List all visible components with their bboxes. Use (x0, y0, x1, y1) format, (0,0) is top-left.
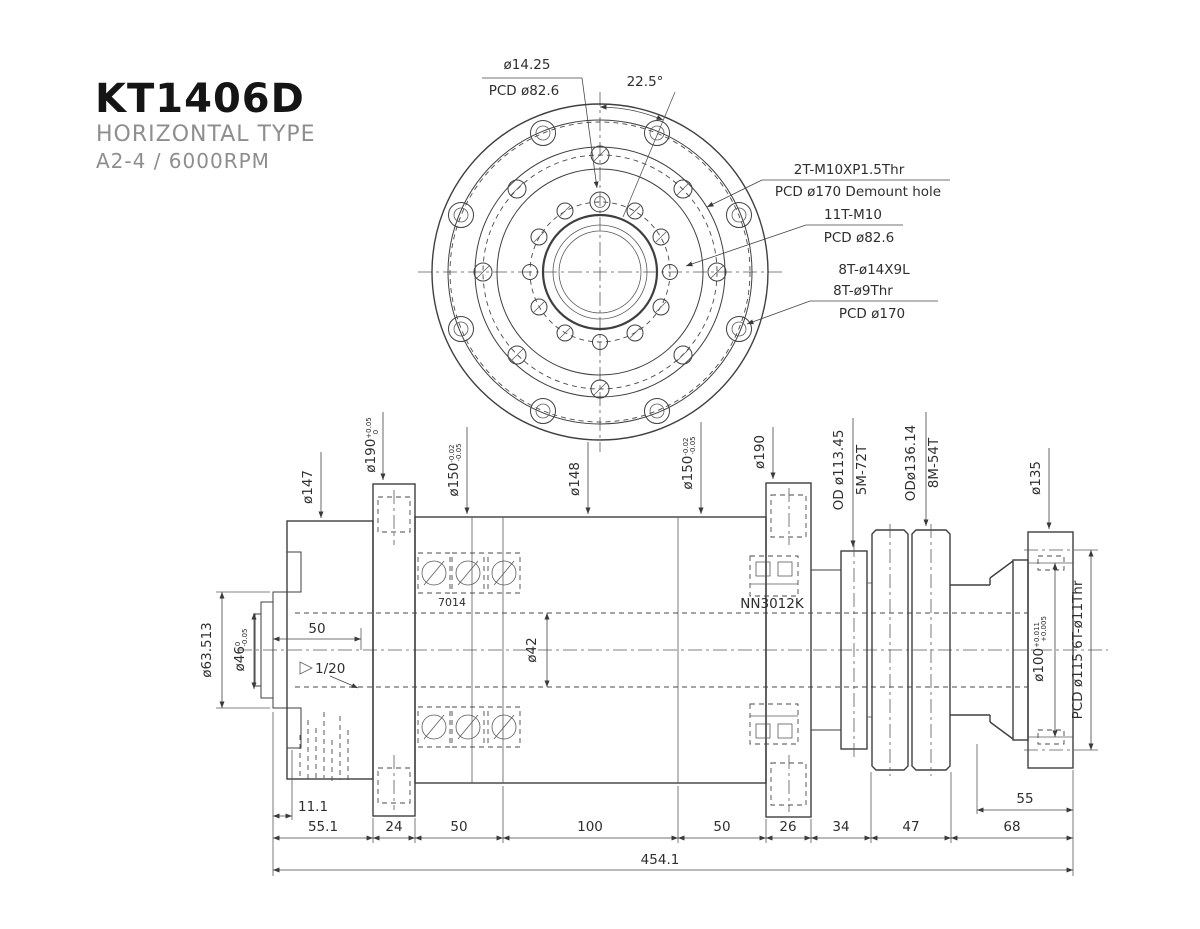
gear1-label: 5M-72T (854, 444, 870, 495)
front-bearing-label: 7014 (438, 596, 466, 609)
d150-rear-label: ø150-0.02-0.05 (680, 436, 697, 489)
dim-seg-6: 34 (832, 819, 849, 835)
angle-dimension: 22.5° (599, 74, 676, 218)
rear-bearing: NN3012K (740, 555, 805, 745)
left-dimensions: ø63.513 ø460-0.05 50 1/20 (199, 591, 362, 709)
right-dimensions: ø100+0.011+0.005 PCD ø115 6T-ø11Thr (1031, 549, 1098, 751)
angle-label: 22.5° (627, 74, 664, 90)
section-hatch (299, 712, 349, 782)
d46-label: ø460-0.05 (232, 628, 249, 671)
callout-bolts: 8T-ø14X9L 8T-ø9Thr PCD ø170 (746, 262, 938, 325)
dim-seg-3: 100 (577, 819, 603, 835)
front-centerlines (418, 92, 782, 452)
bottom-dimensions: 11.1 55 55.1 24 50 100 50 26 34 47 68 (272, 712, 1074, 876)
rear-bearing-label: NN3012K (740, 596, 805, 612)
dim-55: 55 (1016, 791, 1033, 807)
title-block: KT1406D HORIZONTAL TYPE A2-4 / 6000RPM (95, 76, 316, 173)
callout-hole: ø14.25 PCD ø82.6 (482, 57, 599, 189)
od113-label: OD ø113.45 (831, 430, 847, 511)
dim-seg-2: 50 (450, 819, 467, 835)
diameter-callouts: ø147 ø190+0.050 ø150-0.02-0.05 ø148 ø150… (300, 412, 1052, 547)
front-bolt-holes (448, 120, 752, 424)
d148-label: ø148 (567, 462, 583, 496)
od136-label: ODø136.14 (903, 425, 919, 502)
demount-label-1: 2T-M10XP1.5Thr (794, 162, 905, 178)
d190-rear-label: ø190 (752, 435, 768, 469)
taper-label: 1/20 (315, 661, 345, 677)
front-bearings: 7014 (417, 552, 521, 748)
d147-label: ø147 (300, 470, 316, 504)
dim-seg-4: 50 (713, 819, 730, 835)
bolt-label-3: PCD ø170 (839, 306, 905, 322)
dim-seg-7: 47 (902, 819, 919, 835)
d63-label: ø63.513 (199, 622, 215, 678)
d42-label: ø42 (524, 637, 540, 662)
bolt-label-2: 8T-ø9Thr (833, 283, 893, 299)
front-view: 22.5° ø14.25 PCD ø82.6 2T-M10XP1.5Thr PC… (418, 57, 950, 452)
side-view: 7014 NN3012K ø147 ø190+0.050 ø150-0.02-0… (199, 412, 1108, 876)
type-subtitle: HORIZONTAL TYPE (96, 122, 316, 147)
dim-total: 454.1 (641, 852, 680, 868)
dim-seg-5: 26 (779, 819, 796, 835)
hole-dia-label: ø14.25 (504, 57, 551, 73)
front-circles (431, 103, 769, 441)
dim-11-1: 11.1 (298, 799, 328, 815)
gear2-label: 8M-54T (926, 437, 942, 488)
callout-demount: 2T-M10XP1.5Thr PCD ø170 Demount hole (706, 162, 950, 208)
model-title: KT1406D (95, 76, 305, 122)
front-demount-screws (473, 145, 727, 399)
taper-flag-icon (299, 661, 313, 675)
callout-tap: 11T-M10 PCD ø82.6 (685, 207, 903, 267)
d135-label: ø135 (1028, 461, 1044, 495)
hole-pcd-label: PCD ø82.6 (489, 83, 560, 99)
pcd115-label: PCD ø115 6T-ø11Thr (1070, 580, 1086, 719)
spec-subtitle: A2-4 / 6000RPM (96, 149, 270, 173)
taper-length-label: 50 (308, 621, 325, 637)
front-tap-holes (522, 191, 678, 350)
spindle-outline (254, 482, 1079, 818)
dim-seg-0: 55.1 (308, 819, 338, 835)
bore-dimension: ø42 (524, 613, 550, 687)
tap-label-1: 11T-M10 (824, 207, 882, 223)
demount-label-2: PCD ø170 Demount hole (775, 184, 941, 200)
d150-front-label: ø150-0.02-0.05 (446, 443, 463, 496)
tap-label-2: PCD ø82.6 (824, 230, 895, 246)
dim-seg-8: 68 (1003, 819, 1020, 835)
dim-seg-1: 24 (385, 819, 402, 835)
bolt-label-1: 8T-ø14X9L (838, 262, 910, 278)
d190-front-label: ø190+0.050 (363, 417, 380, 472)
d100-label: ø100+0.011+0.005 (1031, 616, 1048, 682)
